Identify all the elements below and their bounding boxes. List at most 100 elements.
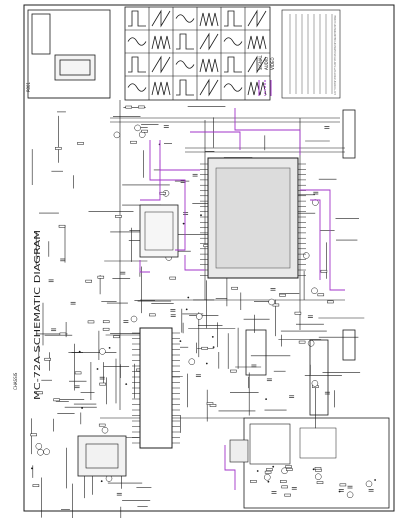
waveform-trace	[247, 9, 267, 28]
transistor	[365, 480, 373, 488]
waveform-trace	[247, 55, 267, 74]
waveform-trace	[199, 12, 219, 27]
waveform-trace	[247, 81, 267, 96]
connector-label: P801	[26, 81, 31, 92]
resistor	[98, 423, 106, 427]
resistor	[285, 465, 292, 469]
if-block	[139, 204, 179, 258]
resistor	[284, 493, 291, 497]
resistor	[149, 313, 156, 317]
waveform-trace	[128, 10, 146, 27]
resistor	[317, 293, 325, 297]
section-label: CHASSIS	[13, 372, 18, 390]
junction-dot	[272, 465, 275, 468]
signal-path	[159, 140, 200, 171]
resistor	[77, 142, 84, 145]
junction-dot	[185, 308, 188, 311]
transistor	[188, 358, 196, 365]
transistor	[99, 348, 106, 355]
resistor	[30, 433, 37, 437]
waveform-trace	[127, 37, 147, 46]
waveform-trace	[199, 78, 219, 97]
resistor	[316, 481, 324, 484]
transistor	[311, 380, 319, 387]
junction-dot	[374, 479, 376, 481]
transistor	[195, 313, 203, 320]
transistor	[101, 426, 109, 434]
resistor	[59, 332, 67, 336]
resistor	[99, 382, 106, 386]
resistor	[250, 480, 257, 483]
micro-ic	[132, 327, 180, 449]
resistor	[58, 224, 66, 228]
signal-path	[310, 199, 321, 280]
legend-signal: SIGNAL	[258, 54, 263, 70]
resistor	[286, 468, 293, 471]
waveform-trace	[128, 56, 146, 73]
resistor	[281, 485, 288, 489]
resistor	[125, 105, 132, 109]
waveform-trace	[151, 35, 171, 50]
resistor	[339, 483, 347, 487]
junction-dot	[31, 467, 33, 470]
transistor	[37, 449, 44, 456]
resistor	[201, 346, 208, 350]
transistor	[134, 124, 141, 132]
resistor	[279, 293, 286, 297]
component-layer	[30, 105, 376, 499]
resistor	[36, 391, 43, 395]
legend-video: VIDEO	[270, 57, 275, 70]
waveform-trace	[224, 10, 242, 27]
junction-dot	[81, 407, 83, 409]
power-section	[77, 435, 127, 477]
notes-block	[281, 9, 341, 99]
waveform-trace	[176, 79, 194, 96]
waveform-trace	[176, 33, 194, 50]
waveform-table	[124, 6, 271, 101]
signal-path	[149, 140, 186, 251]
junction-dot	[78, 350, 81, 353]
resistor	[87, 320, 95, 324]
resistor	[264, 470, 272, 474]
schematic-title: MC-72A SCHEMATIC DIAGRAM	[33, 230, 42, 400]
waveform-trace	[199, 58, 219, 73]
waveform-trace	[175, 60, 195, 69]
resistor	[209, 404, 217, 407]
junction-dot	[205, 362, 208, 365]
main-ic	[200, 157, 306, 279]
resistor	[44, 357, 51, 361]
junction-dot	[125, 383, 128, 385]
signal-path	[184, 255, 205, 271]
rgb-connector	[245, 109, 356, 416]
waveform-trace	[175, 14, 195, 23]
transistor	[346, 491, 354, 499]
tuner-module	[27, 9, 111, 99]
waveform-trace	[151, 55, 171, 74]
resistor	[53, 398, 60, 402]
caution-note: CAUTION: THE PARTS MARKED WITH ARE IMPOR…	[333, 15, 337, 95]
junction-dot	[211, 336, 214, 338]
resistor	[55, 147, 62, 150]
transistor	[130, 315, 138, 323]
resistor	[230, 369, 237, 373]
signal-path	[234, 108, 301, 155]
signal-paths	[139, 108, 345, 490]
resistor	[74, 371, 82, 375]
resistor	[169, 276, 176, 280]
transistor	[302, 252, 310, 259]
transistor	[312, 199, 319, 206]
transistor	[311, 287, 318, 295]
junction-dot	[108, 347, 111, 349]
junction-dot	[100, 480, 103, 483]
resistor	[85, 279, 92, 283]
transistor	[307, 340, 315, 347]
resistor	[113, 335, 120, 339]
junction-dot	[179, 340, 182, 342]
waveform-trace	[223, 37, 243, 46]
junction-dot	[200, 214, 202, 217]
resistor	[280, 480, 287, 483]
resistor	[272, 303, 280, 307]
junction-dot	[267, 480, 270, 483]
resistor	[130, 140, 137, 144]
